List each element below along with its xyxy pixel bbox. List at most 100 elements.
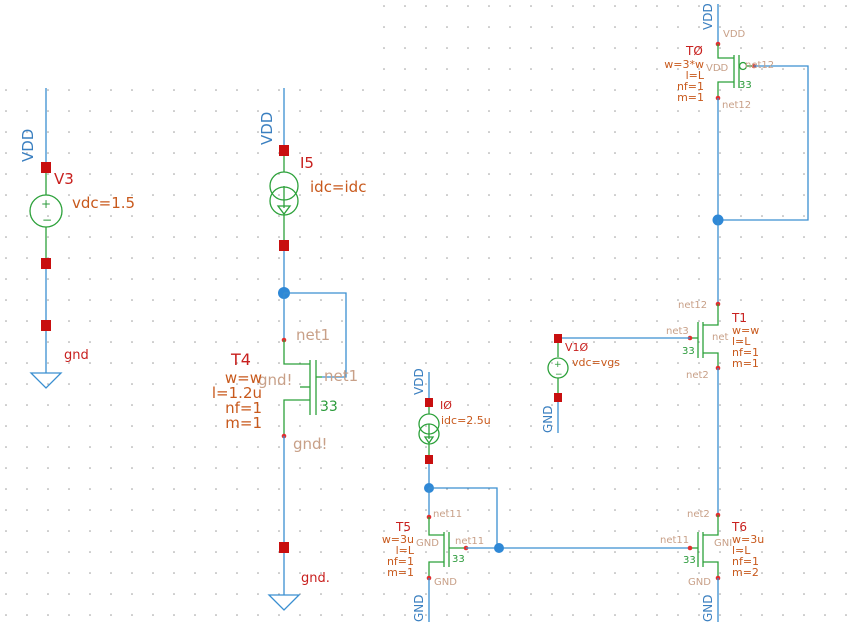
t0-instance-name: TØ [685, 44, 703, 58]
t0-pmos-transistor[interactable]: VDD VDD TØ w=3*w l=L nf=1 m=1 VDD net12 … [664, 3, 809, 304]
t4-net-gate: net1 [324, 367, 358, 385]
v10-gnd-label: GND [541, 405, 555, 433]
t1-nf: nf=1 [732, 346, 759, 359]
i5-current-source[interactable]: VDD I5 idc=idc [258, 88, 366, 251]
t4-net-bottom: gnd! [293, 435, 328, 453]
t5-gnd-label: GND [412, 594, 426, 622]
t5-gate-feedback-wire [429, 487, 498, 548]
t4-m: m=1 [225, 414, 262, 432]
i0-instance-name: IØ [440, 399, 452, 412]
t4-gnd-pin [279, 542, 289, 553]
i5-pin-top [279, 145, 289, 156]
v10-voltage-source[interactable]: + − GND V1Ø vdc=vgs [541, 334, 690, 433]
t4-instance-name: T4 [230, 350, 251, 369]
t4-gate-feedback-wire [284, 292, 347, 378]
t5-width: w=3u [382, 533, 414, 546]
t6-gate-net: net11 [660, 535, 689, 546]
t5-length: l=L [396, 544, 415, 557]
v10-plus-sign-icon: + [554, 360, 562, 370]
t6-source-body [703, 561, 719, 578]
t0-bulk-value: 33 [739, 80, 752, 91]
t1-instance-name: T1 [731, 311, 747, 325]
t4-width: w=w [225, 369, 262, 387]
i0-param: idc=2.5u [441, 414, 491, 427]
t6-instance-name: T6 [731, 520, 747, 534]
t6-length: l=L [732, 544, 751, 557]
t1-gate-net: net3 [666, 326, 689, 337]
t4-source-body [283, 399, 310, 436]
t1-drain-body [703, 304, 719, 326]
net11-gate-bus[interactable] [466, 543, 690, 553]
t6-drain-body [703, 515, 719, 536]
i5-arrow-down-icon [276, 205, 292, 216]
i0-pin-bottom [425, 455, 433, 464]
t1-width: w=w [732, 324, 759, 337]
t6-net-bottom: GND [688, 577, 711, 588]
t5-gate-net: net11 [455, 536, 484, 547]
t5-instance-name: T5 [395, 520, 411, 534]
v3-instance-name: V3 [54, 170, 74, 188]
t5-m: m=1 [387, 566, 414, 579]
t4-length: l=1.2u [212, 384, 262, 402]
t6-gnd-label: GND [701, 594, 715, 622]
t4-gnd-label: gnd. [301, 571, 330, 586]
t5-bulk-net: GND [416, 538, 439, 549]
t4-ground-icon [267, 594, 301, 611]
i5-vdd-label: VDD [258, 112, 276, 145]
t4-net-top: net1 [296, 326, 330, 344]
t4-nf: nf=1 [225, 399, 262, 417]
t6-m: m=2 [732, 566, 759, 579]
t6-width: w=3u [732, 533, 764, 546]
v10-instance-name: V1Ø [565, 341, 589, 354]
t1-length: l=L [732, 335, 751, 348]
t5-net-top: net11 [433, 509, 462, 520]
t1-net-bottom: net2 [686, 370, 709, 381]
v10-pin-top [554, 334, 562, 343]
i0-current-source[interactable]: VDD IØ idc=2.5u [412, 368, 491, 464]
v3-voltage-source[interactable]: VDD + − V3 vdc=1.5 gnd [19, 88, 135, 389]
v10-pin-bottom [554, 393, 562, 402]
i0-arrow-down-icon [423, 436, 435, 445]
grid-dots [5, 5, 847, 616]
i5-param: idc=idc [310, 178, 366, 196]
v3-pin-top [41, 162, 51, 173]
t0-gate-feedback-wire [718, 65, 809, 221]
t1-bulk-net: net [712, 332, 728, 343]
v3-gnd-label: gnd [64, 348, 89, 363]
t0-drain-body [717, 81, 734, 98]
t5-nmos-transistor[interactable]: GND net11 net11 GND 33 GND T5 w=3u l=L n… [382, 464, 498, 622]
t6-net-top: net2 [687, 509, 710, 520]
t6-nf: nf=1 [732, 555, 759, 568]
i5-pin-bottom [279, 240, 289, 251]
t1-m: m=1 [732, 357, 759, 370]
i0-pin-top [425, 398, 433, 407]
t0-source-body [717, 44, 734, 59]
v3-gnd-pin [41, 320, 51, 331]
t0-m: m=1 [677, 91, 704, 104]
v3-minus-sign-icon: − [42, 213, 52, 227]
v3-pin-bottom [41, 258, 51, 269]
t0-vdd-label: VDD [701, 3, 715, 30]
t5-nf: nf=1 [387, 555, 414, 568]
t5-drain-body [428, 517, 444, 536]
v10-minus-sign-icon: − [555, 370, 563, 380]
v3-vdd-label: VDD [19, 129, 37, 162]
t6-bulk-net: GNI [714, 538, 732, 549]
t6-nmos-transistor[interactable]: net2 GND net11 GNI 33 GND T6 w=3u l=L nf… [660, 509, 764, 622]
i0-vdd-label: VDD [412, 368, 426, 395]
t4-nmos-transistor[interactable]: net1 net1 gnd! gnd! 33 T4 w=w l=1.2u nf=… [212, 251, 358, 611]
t4-bulk-value: 33 [320, 399, 338, 415]
i5-instance-name: I5 [300, 154, 314, 172]
t6-gate-dot [687, 545, 693, 551]
t1-net-top: net12 [678, 300, 707, 311]
t4-bulk-net: gnd! [258, 371, 293, 389]
v3-plus-sign-icon: + [41, 197, 51, 211]
v10-param: vdc=vgs [572, 356, 620, 369]
v3-ground-icon [29, 372, 63, 389]
t0-length: l=L [686, 69, 705, 82]
t4-drain-body [283, 340, 310, 365]
t1-bulk-value: 33 [682, 346, 695, 357]
t1-nmos-transistor[interactable]: net12 net2 net3 net 33 T1 w=w l=L nf=1 m… [666, 300, 759, 515]
t0-gate-net: net12 [745, 60, 774, 71]
